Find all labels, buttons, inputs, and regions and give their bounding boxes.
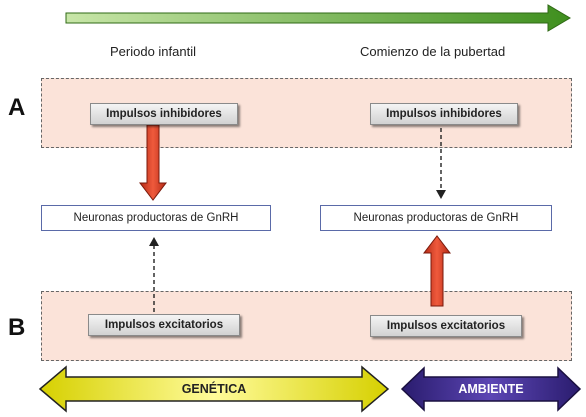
period-childhood-label: Periodo infantil xyxy=(110,44,196,59)
row-b-label: B xyxy=(8,314,26,341)
red-arrow-inhibition xyxy=(138,124,168,201)
environment-arrow xyxy=(400,366,582,412)
bottom-arrows xyxy=(38,365,582,413)
inhibitory-impulses-childhood: Impulsos inhibidores xyxy=(90,103,238,125)
period-puberty-label: Comienzo de la pubertad xyxy=(360,44,506,59)
time-arrow xyxy=(65,4,571,32)
environment-label: AMBIENTE xyxy=(458,382,524,396)
row-a-label: A xyxy=(8,94,26,121)
excitatory-impulses-childhood: Impulsos excitatorios xyxy=(88,314,240,336)
genetics-label: GENÉTICA xyxy=(181,382,247,396)
excitatory-impulses-puberty: Impulsos excitatorios xyxy=(370,315,522,337)
genetics-arrow xyxy=(38,365,390,413)
red-arrow-excitation xyxy=(422,235,452,307)
gnrh-neurons-puberty: Neuronas productoras de GnRH xyxy=(320,205,552,231)
inhibitory-impulses-puberty: Impulsos inhibidores xyxy=(370,103,518,125)
gnrh-neurons-childhood: Neuronas productoras de GnRH xyxy=(41,205,271,231)
